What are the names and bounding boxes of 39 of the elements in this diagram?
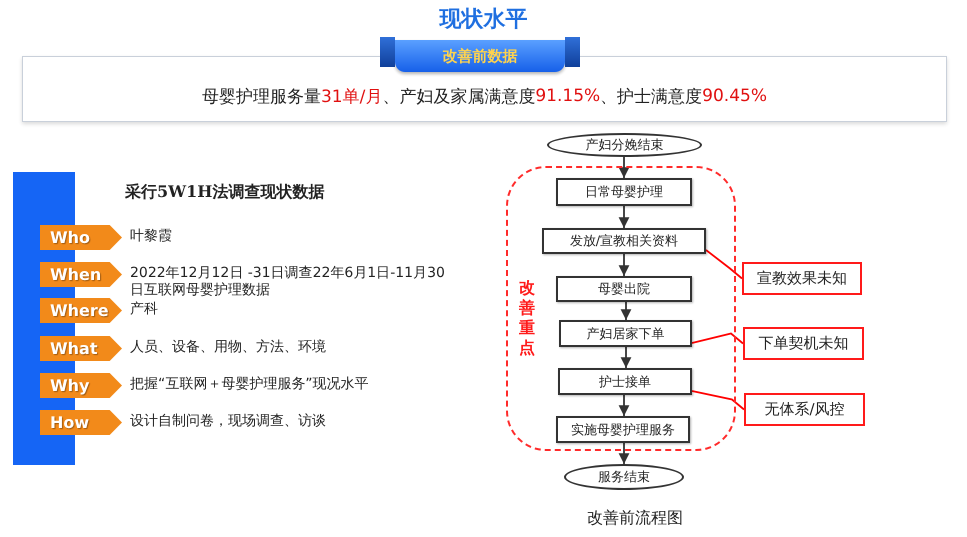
process-box: 实施母婴护理服务 xyxy=(556,416,690,443)
category-tag: What xyxy=(40,336,122,361)
process-box: 护士接单 xyxy=(558,368,692,395)
process-box: 母婴出院 xyxy=(556,276,692,302)
process-box: 日常母婴护理 xyxy=(556,178,692,206)
category-tag: When xyxy=(40,262,122,287)
answer-text: 设计自制问卷，现场调查、访谈 xyxy=(130,413,327,430)
callout-box: 下单契机未知 xyxy=(743,327,864,360)
ribbon-banner: 改善前数据 xyxy=(395,40,565,72)
callout-box: 无体系/风控 xyxy=(744,393,865,426)
arrow xyxy=(618,206,630,228)
category-tag: Who xyxy=(40,225,122,250)
page-title: 现状水平 xyxy=(438,6,528,34)
arrow xyxy=(618,443,630,464)
answer-text: 人员、设备、用物、方法、环境 xyxy=(130,339,327,356)
answer-text: 2022年12月12日 -31日调查22年6月1日-11月30日互联网母婴护理数据 xyxy=(130,265,446,299)
leader-line xyxy=(692,332,744,344)
answer-text: 产科 xyxy=(130,301,159,318)
arrow xyxy=(620,302,632,320)
category-tag: Why xyxy=(40,373,122,398)
process-box: 产妇居家下单 xyxy=(559,320,692,347)
terminal-ellipse: 服务结束 xyxy=(564,464,684,490)
answer-text: 叶黎霞 xyxy=(130,228,173,245)
dashed-outline xyxy=(506,166,736,451)
category-tag: Where xyxy=(40,298,122,323)
process-box: 发放/宣教相关资料 xyxy=(542,228,706,254)
arrow xyxy=(618,157,630,178)
section-heading: 采行5W1H法调查现状数据 xyxy=(125,182,326,203)
answer-text: 把握“互联网＋母婴护理服务”现况水平 xyxy=(130,376,370,393)
terminal-ellipse: 产妇分娩结束 xyxy=(547,133,702,157)
arrow xyxy=(618,254,630,276)
arrow xyxy=(618,395,630,416)
figure-caption: 改善前流程图 xyxy=(586,508,684,529)
leader-line xyxy=(705,249,743,280)
leader-line xyxy=(692,390,745,410)
arrow xyxy=(620,347,632,368)
category-tag: How xyxy=(40,410,122,435)
region-label: 改善重点 xyxy=(518,278,536,358)
callout-box: 宣教效果未知 xyxy=(742,262,862,295)
